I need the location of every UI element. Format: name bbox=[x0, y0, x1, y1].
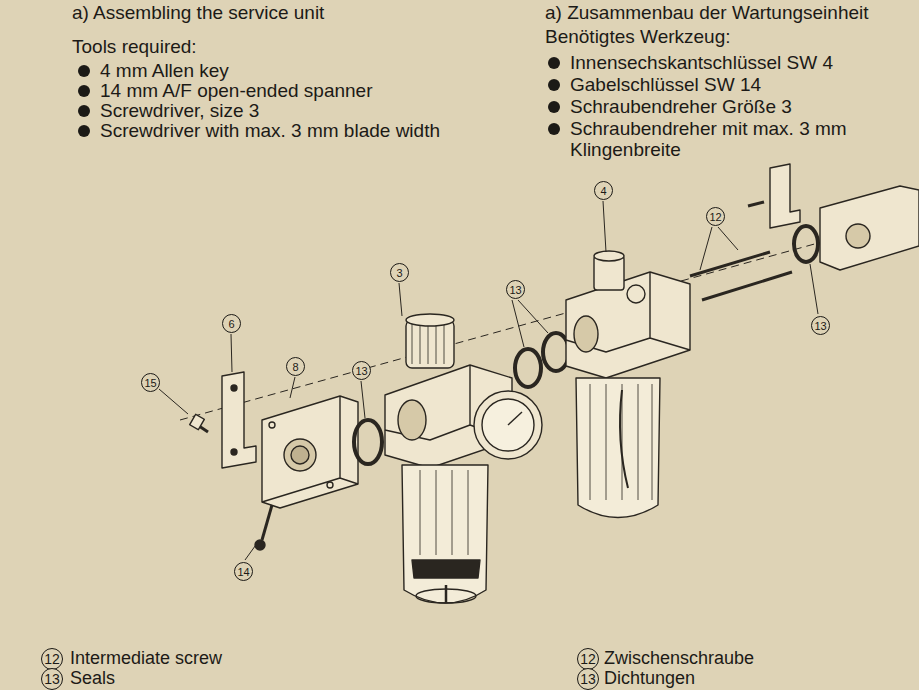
callout-number: 3 bbox=[390, 263, 409, 282]
callout-number: 15 bbox=[141, 373, 160, 392]
instruction-text: Schraubendreher mit max. 3 mm Klingenbre… bbox=[570, 118, 916, 160]
callout-text: 12 bbox=[709, 211, 721, 223]
callout-number: 4 bbox=[594, 181, 613, 200]
instruction-text: Benötigtes Werkzeug: bbox=[545, 26, 731, 47]
callout-number: 13 bbox=[506, 280, 525, 299]
callout-text: 8 bbox=[292, 361, 298, 373]
callout-text: 12 bbox=[580, 652, 596, 667]
part-name: Zwischenschraube bbox=[604, 648, 754, 668]
callout-number: 13 bbox=[811, 316, 830, 335]
callout-number: 14 bbox=[234, 562, 253, 581]
part-name: Dichtungen bbox=[604, 668, 695, 688]
part-name: Seals bbox=[70, 668, 115, 688]
callout-text: 6 bbox=[228, 318, 234, 330]
callout-text: 13 bbox=[509, 284, 521, 296]
callout-number: 13 bbox=[577, 668, 599, 690]
instruction-text: a) Zusammenbau der Wartungseinheit bbox=[545, 2, 869, 23]
callout-text: 14 bbox=[237, 566, 249, 578]
leader-lines bbox=[159, 201, 818, 560]
callout-number: 13 bbox=[352, 361, 371, 380]
callout-text: 13 bbox=[580, 672, 596, 687]
instruction-text: a) Assembling the service unit bbox=[72, 2, 324, 23]
callout-text: 12 bbox=[44, 652, 60, 667]
callout-number: 13 bbox=[41, 668, 63, 690]
instruction-text: 14 mm A/F open-ended spanner bbox=[100, 80, 373, 101]
instruction-text: Schraubendreher Größe 3 bbox=[570, 96, 792, 117]
instruction-text: Gabelschlüssel SW 14 bbox=[570, 74, 761, 95]
callout-text: 13 bbox=[355, 365, 367, 377]
callout-number: 12 bbox=[706, 207, 725, 226]
callout-text: 4 bbox=[600, 185, 606, 197]
instruction-text: Screwdriver with max. 3 mm blade width bbox=[100, 120, 440, 141]
instruction-text: Innensechskantschlüssel SW 4 bbox=[570, 52, 833, 73]
instruction-text: 4 mm Allen key bbox=[100, 60, 229, 81]
callout-text: 13 bbox=[814, 320, 826, 332]
instruction-text: Tools required: bbox=[72, 36, 197, 57]
instruction-text: Screwdriver, size 3 bbox=[100, 100, 259, 121]
part-name: Intermediate screw bbox=[70, 648, 222, 668]
callout-text: 13 bbox=[44, 672, 60, 687]
callout-text: 3 bbox=[396, 267, 402, 279]
callout-text: 15 bbox=[144, 377, 156, 389]
callout-number: 12 bbox=[577, 648, 599, 670]
callout-number: 8 bbox=[286, 357, 305, 376]
callout-number: 12 bbox=[41, 648, 63, 670]
callout-number: 6 bbox=[222, 314, 241, 333]
